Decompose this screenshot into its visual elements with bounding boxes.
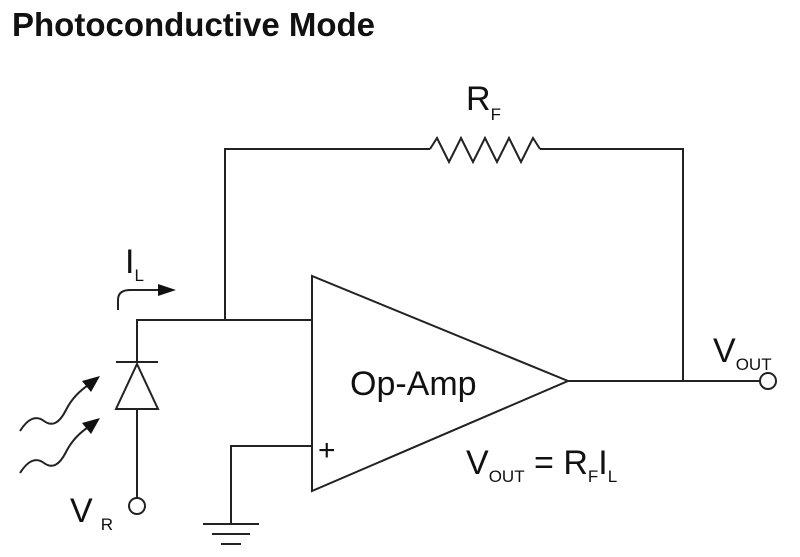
diagram-title: Photoconductive Mode (12, 6, 375, 43)
vout-sub: OUT (736, 355, 772, 374)
rf-main: R (466, 80, 491, 118)
eq-vout-main: V (466, 444, 489, 482)
rf-sub: F (491, 105, 501, 124)
output-equation: VOUT = RFIL (466, 444, 617, 486)
op-amp-triangle (311, 274, 571, 493)
vr-sub: R (101, 515, 113, 534)
feedback-wire-left (224, 148, 430, 320)
eq-il-sub: L (608, 467, 617, 486)
noninverting-input-wire (230, 445, 312, 524)
light-arrow-lower-icon (19, 418, 100, 474)
photodiode-icon (114, 361, 160, 499)
bias-terminal (128, 497, 146, 515)
il-main: I (125, 243, 134, 281)
inverting-input-wire (136, 319, 312, 362)
feedback-resistor-label: RF (466, 80, 501, 124)
vr-main: V (70, 492, 93, 530)
ground-symbol (203, 523, 259, 545)
current-arrow-icon (117, 284, 176, 310)
output-label: VOUT (713, 332, 772, 374)
current-label: IL (125, 243, 144, 285)
feedback-resistor (429, 135, 541, 165)
il-sub: L (134, 266, 143, 285)
eq-il-main: I (598, 444, 607, 482)
output-terminal (759, 372, 777, 390)
light-arrow-upper-icon (19, 376, 100, 432)
plus-sign: + (318, 434, 336, 467)
eq-equals: = (525, 444, 564, 482)
eq-rf-main: R (563, 444, 588, 482)
vout-main: V (713, 332, 736, 370)
eq-rf-sub: F (588, 467, 598, 486)
op-amp-label: Op-Amp (350, 365, 477, 403)
eq-vout-sub: OUT (489, 467, 525, 486)
feedback-wire-right (540, 148, 684, 381)
